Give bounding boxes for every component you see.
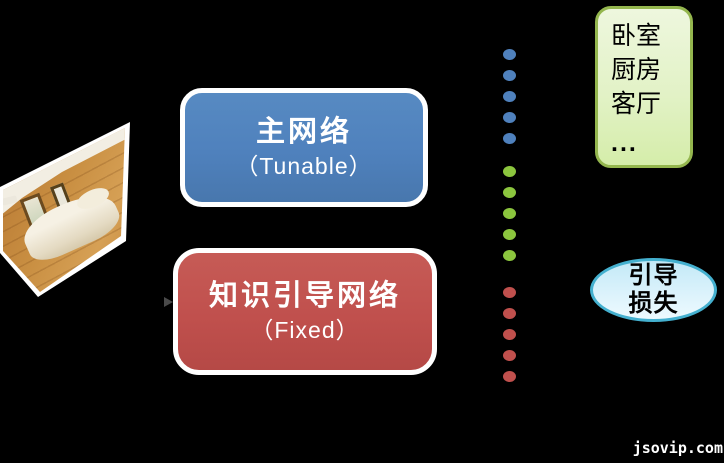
main-network-subtitle: （Tunable） [235,153,373,179]
knowledge-network-output-dots [503,329,516,340]
loss-line-1: 引导 [628,262,679,289]
knowledge-network-subtitle: （Fixed） [250,317,360,343]
main-network-output-dots [503,112,516,123]
category-dots [503,229,516,240]
category-item-kitchen: 厨房 [611,56,662,84]
main-network-output-dots [503,49,516,60]
category-dots [503,166,516,177]
knowledge-network-output-dots [503,350,516,361]
main-network-box: 主网络 （Tunable） [180,88,428,207]
main-network-output-dots [503,91,516,102]
bedroom-photo [0,100,140,310]
category-item-livingroom: 客厅 [611,90,662,118]
knowledge-network-box: 知识引导网络 （Fixed） [173,248,437,375]
knowledge-network-output-dots [503,308,516,319]
main-network-output-dots [503,133,516,144]
guidance-loss-ellipse: 引导 损失 [590,258,717,322]
category-dots [503,250,516,261]
knowledge-network-output-dots [503,371,516,382]
knowledge-network-title: 知识引导网络 [208,280,401,312]
loss-line-2: 损失 [628,290,679,317]
main-network-output-dots [503,70,516,81]
main-network-title: 主网络 [255,116,352,148]
category-ellipsis: ... [611,129,638,157]
photo-image [3,128,125,292]
connector-arrowhead [164,297,173,307]
category-box: 卧室 厨房 客厅 ... [595,6,693,168]
watermark: jsovip.com [632,439,723,457]
category-dots [503,187,516,198]
knowledge-network-output-dots [503,287,516,298]
category-item-bedroom: 卧室 [611,22,662,50]
category-dots [503,208,516,219]
